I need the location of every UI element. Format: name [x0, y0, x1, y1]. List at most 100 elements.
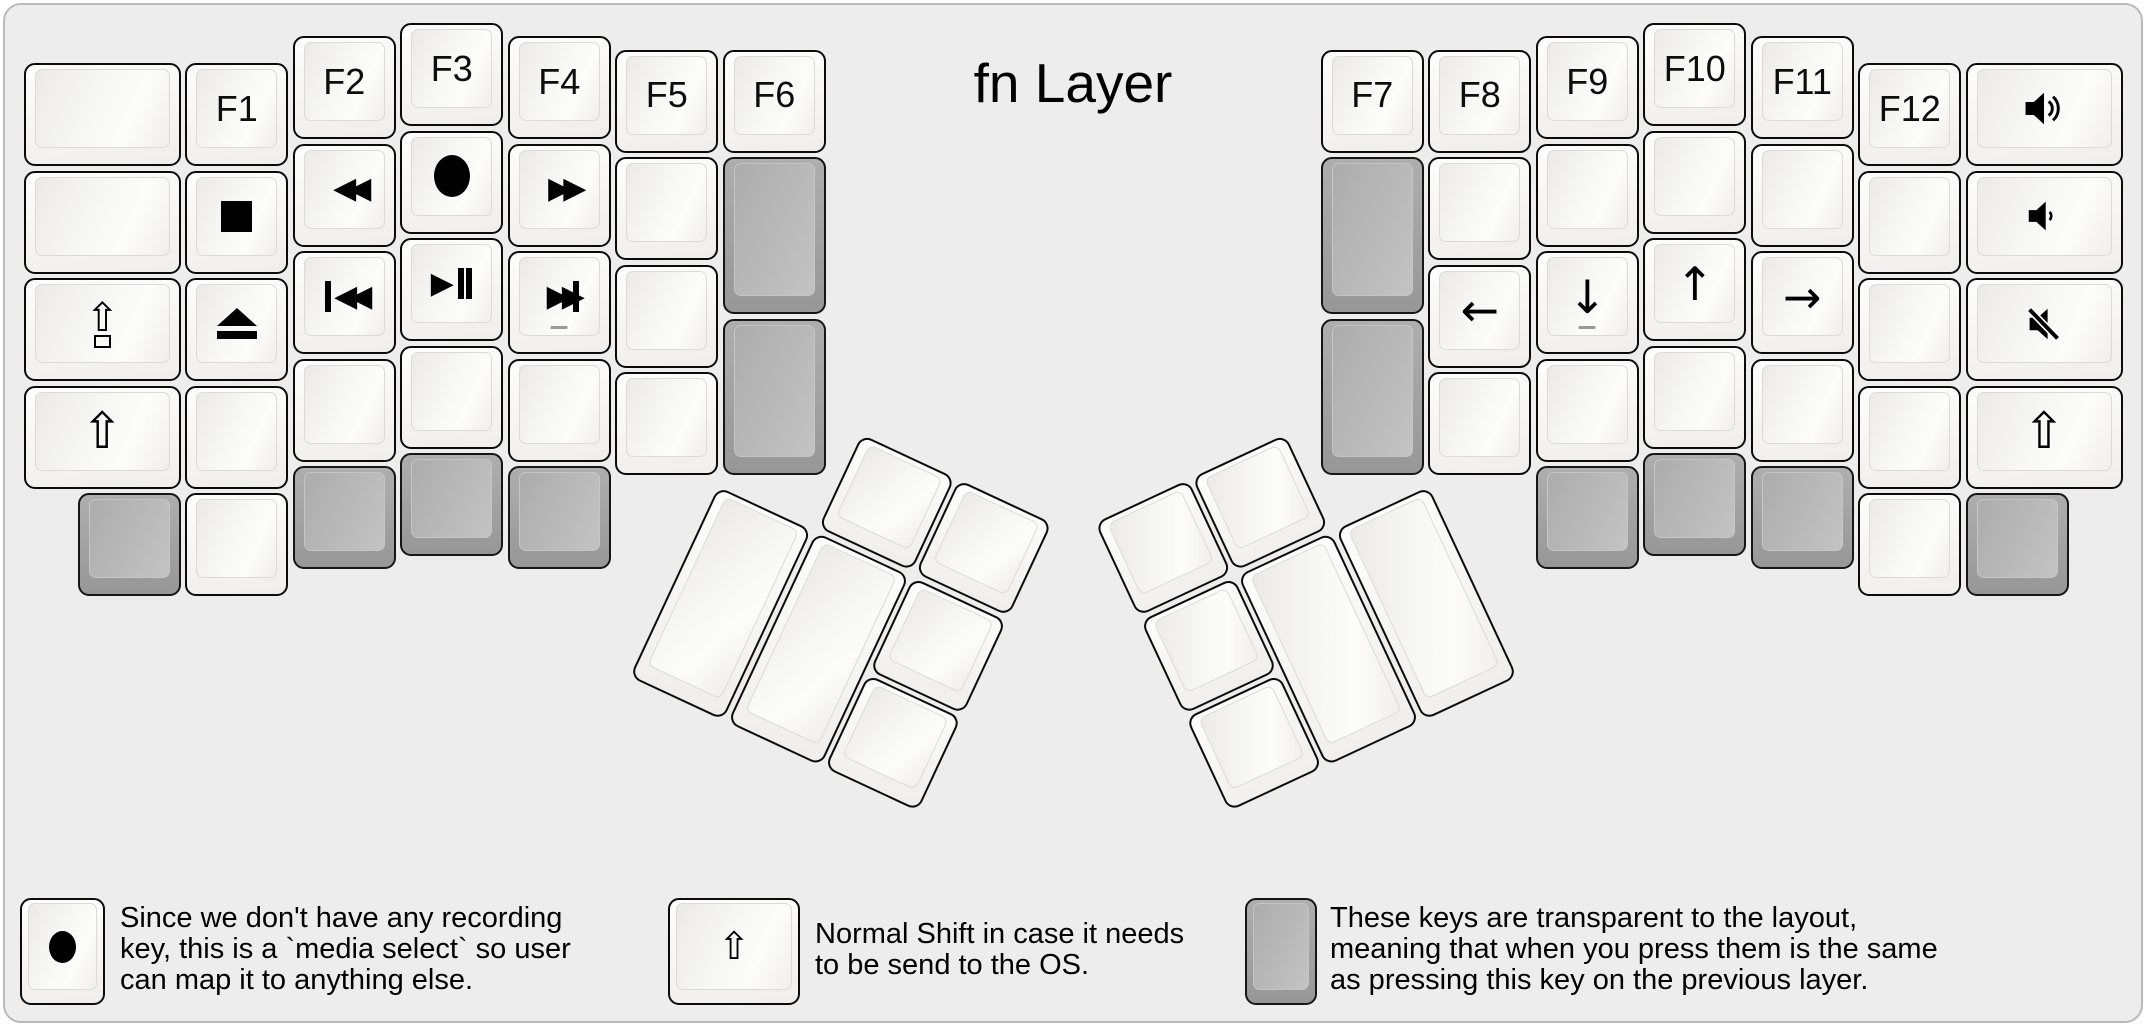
rewind-icon: ◀◀ [333, 171, 371, 207]
key-l-blank-c0r0 [24, 63, 181, 167]
key-l-f6: F6 [722, 49, 826, 153]
key-r-blank-c5r3 [1858, 385, 1962, 489]
fast-forward-icon: ▶▶ [548, 171, 586, 207]
key-l-trans-bottom [77, 493, 181, 597]
key-l-prev-track: ◀◀ [292, 251, 396, 355]
key-l-eject [185, 278, 289, 382]
key-r-f8: F8 [1428, 49, 1532, 153]
prev-track-icon: ◀◀ [324, 281, 372, 313]
key-r-blank-c2r1 [1535, 143, 1639, 247]
legend-shift-text: Normal Shift in case it needs to be send… [815, 918, 1185, 981]
key-r-trans-c0-tall2 [1320, 318, 1424, 476]
legend-transparent-key-icon [1245, 898, 1317, 1005]
key-l-record [400, 130, 504, 234]
key-r-trans-c4r4 [1750, 466, 1854, 570]
key-label: F1 [215, 87, 258, 129]
key-l-f2: F2 [292, 36, 396, 140]
key-l-fast-forward: ▶▶ [507, 143, 611, 247]
key-r-blank-c3r1 [1643, 130, 1747, 234]
legend-transparent-text: These keys are transparent to the layout… [1330, 902, 1938, 996]
key-l-play-pause: ▶ [400, 238, 504, 341]
shift-icon: ⇧ [2023, 401, 2066, 460]
play-pause-icon: ▶ [431, 268, 473, 299]
key-r-blank-c2r3 [1535, 358, 1639, 462]
key-label: F5 [645, 74, 688, 116]
key-l-stop [185, 170, 289, 274]
arrow-up-icon: ↑ [1675, 256, 1715, 311]
key-r-trans-c0-tall1 [1320, 157, 1424, 315]
key-r-blank-c3r3 [1643, 345, 1747, 449]
key-l-capslock: ⇧ [24, 278, 181, 382]
key-l-shift: ⇧ [24, 385, 181, 489]
key-r-blank-c5r4 [1858, 493, 1962, 597]
shift-icon: ⇧ [718, 924, 750, 969]
key-l-blank-c2r3 [292, 358, 396, 462]
legend-shift-key-icon: ⇧ [668, 898, 800, 1005]
key-r-blank-c5r2 [1858, 278, 1962, 382]
key-l-blank-c3r3 [400, 345, 504, 449]
arrow-left-icon: ← [1460, 283, 1500, 338]
volume-down-icon [2028, 201, 2053, 231]
key-label: F2 [323, 60, 366, 102]
key-l-f4: F4 [507, 36, 611, 140]
homing-bar [1578, 326, 1596, 330]
key-l-trans-c3r4 [400, 453, 504, 556]
key-r-arrow-left: ← [1428, 264, 1532, 368]
key-r-blank-c4r3 [1750, 358, 1854, 462]
key-l-trans-c2r4 [292, 466, 396, 570]
volume-up-icon [2025, 93, 2060, 125]
key-label: F6 [753, 74, 796, 116]
key-l-rewind: ◀◀ [292, 143, 396, 247]
key-l-next-track: ▶▶ [507, 251, 611, 355]
homing-bar [550, 326, 568, 330]
record-icon [433, 155, 470, 197]
shift-icon: ⇧ [81, 401, 124, 460]
key-r-f12: F12 [1858, 63, 1962, 167]
key-l-trans-c4r4 [507, 466, 611, 570]
key-r-volume-mute [1965, 278, 2123, 382]
key-l-trans-c6-tall1 [722, 157, 826, 315]
layer-title: fn Layer [973, 52, 1173, 114]
next-track-icon: ▶▶ [546, 278, 585, 314]
key-r-blank-c1r1 [1428, 157, 1532, 261]
key-r-f7: F7 [1320, 49, 1424, 153]
key-r-arrow-down: ↓ [1535, 251, 1639, 355]
key-l-blank-c1r4 [185, 493, 289, 597]
key-r-arrow-up: ↑ [1643, 238, 1747, 341]
key-r-trans-bottom [1965, 493, 2069, 597]
legend-record-key-icon [20, 898, 105, 1005]
key-r-f11: F11 [1750, 36, 1854, 140]
key-label: F11 [1772, 60, 1832, 102]
stop-icon [221, 200, 253, 232]
key-r-volume-up [1965, 63, 2123, 167]
key-l-f5: F5 [615, 49, 719, 153]
key-l-trans-c6-tall2 [722, 318, 826, 476]
key-l-f1: F1 [185, 63, 289, 167]
key-label: F3 [430, 47, 473, 89]
key-label: F8 [1458, 74, 1501, 116]
arrow-down-icon: ↓ [1567, 269, 1607, 324]
key-l-f3: F3 [400, 23, 504, 126]
key-l-blank-c5r1 [615, 157, 719, 261]
caps-lock-icon: ⇧ [86, 298, 119, 348]
legend-record-text: Since we don't have any recording key, t… [120, 902, 571, 996]
key-label: F4 [538, 60, 581, 102]
key-l-blank-c0r1 [24, 170, 181, 274]
record-icon [49, 930, 76, 963]
key-r-f10: F10 [1643, 23, 1747, 126]
key-r-f9: F9 [1535, 36, 1639, 140]
key-label: F7 [1351, 74, 1394, 116]
key-r-volume-down [1965, 170, 2123, 274]
key-l-blank-c4r3 [507, 358, 611, 462]
key-r-trans-c3r4 [1643, 453, 1747, 556]
key-label: F9 [1566, 60, 1609, 102]
key-r-blank-c1r3 [1428, 372, 1532, 476]
key-r-blank-c5r1 [1858, 170, 1962, 274]
key-r-shift: ⇧ [1965, 385, 2123, 489]
key-label: F12 [1878, 87, 1941, 129]
key-l-blank-c1r3 [185, 385, 289, 489]
key-r-blank-c4r1 [1750, 143, 1854, 247]
arrow-right-icon: → [1782, 269, 1822, 324]
volume-mute-icon [2027, 306, 2061, 341]
